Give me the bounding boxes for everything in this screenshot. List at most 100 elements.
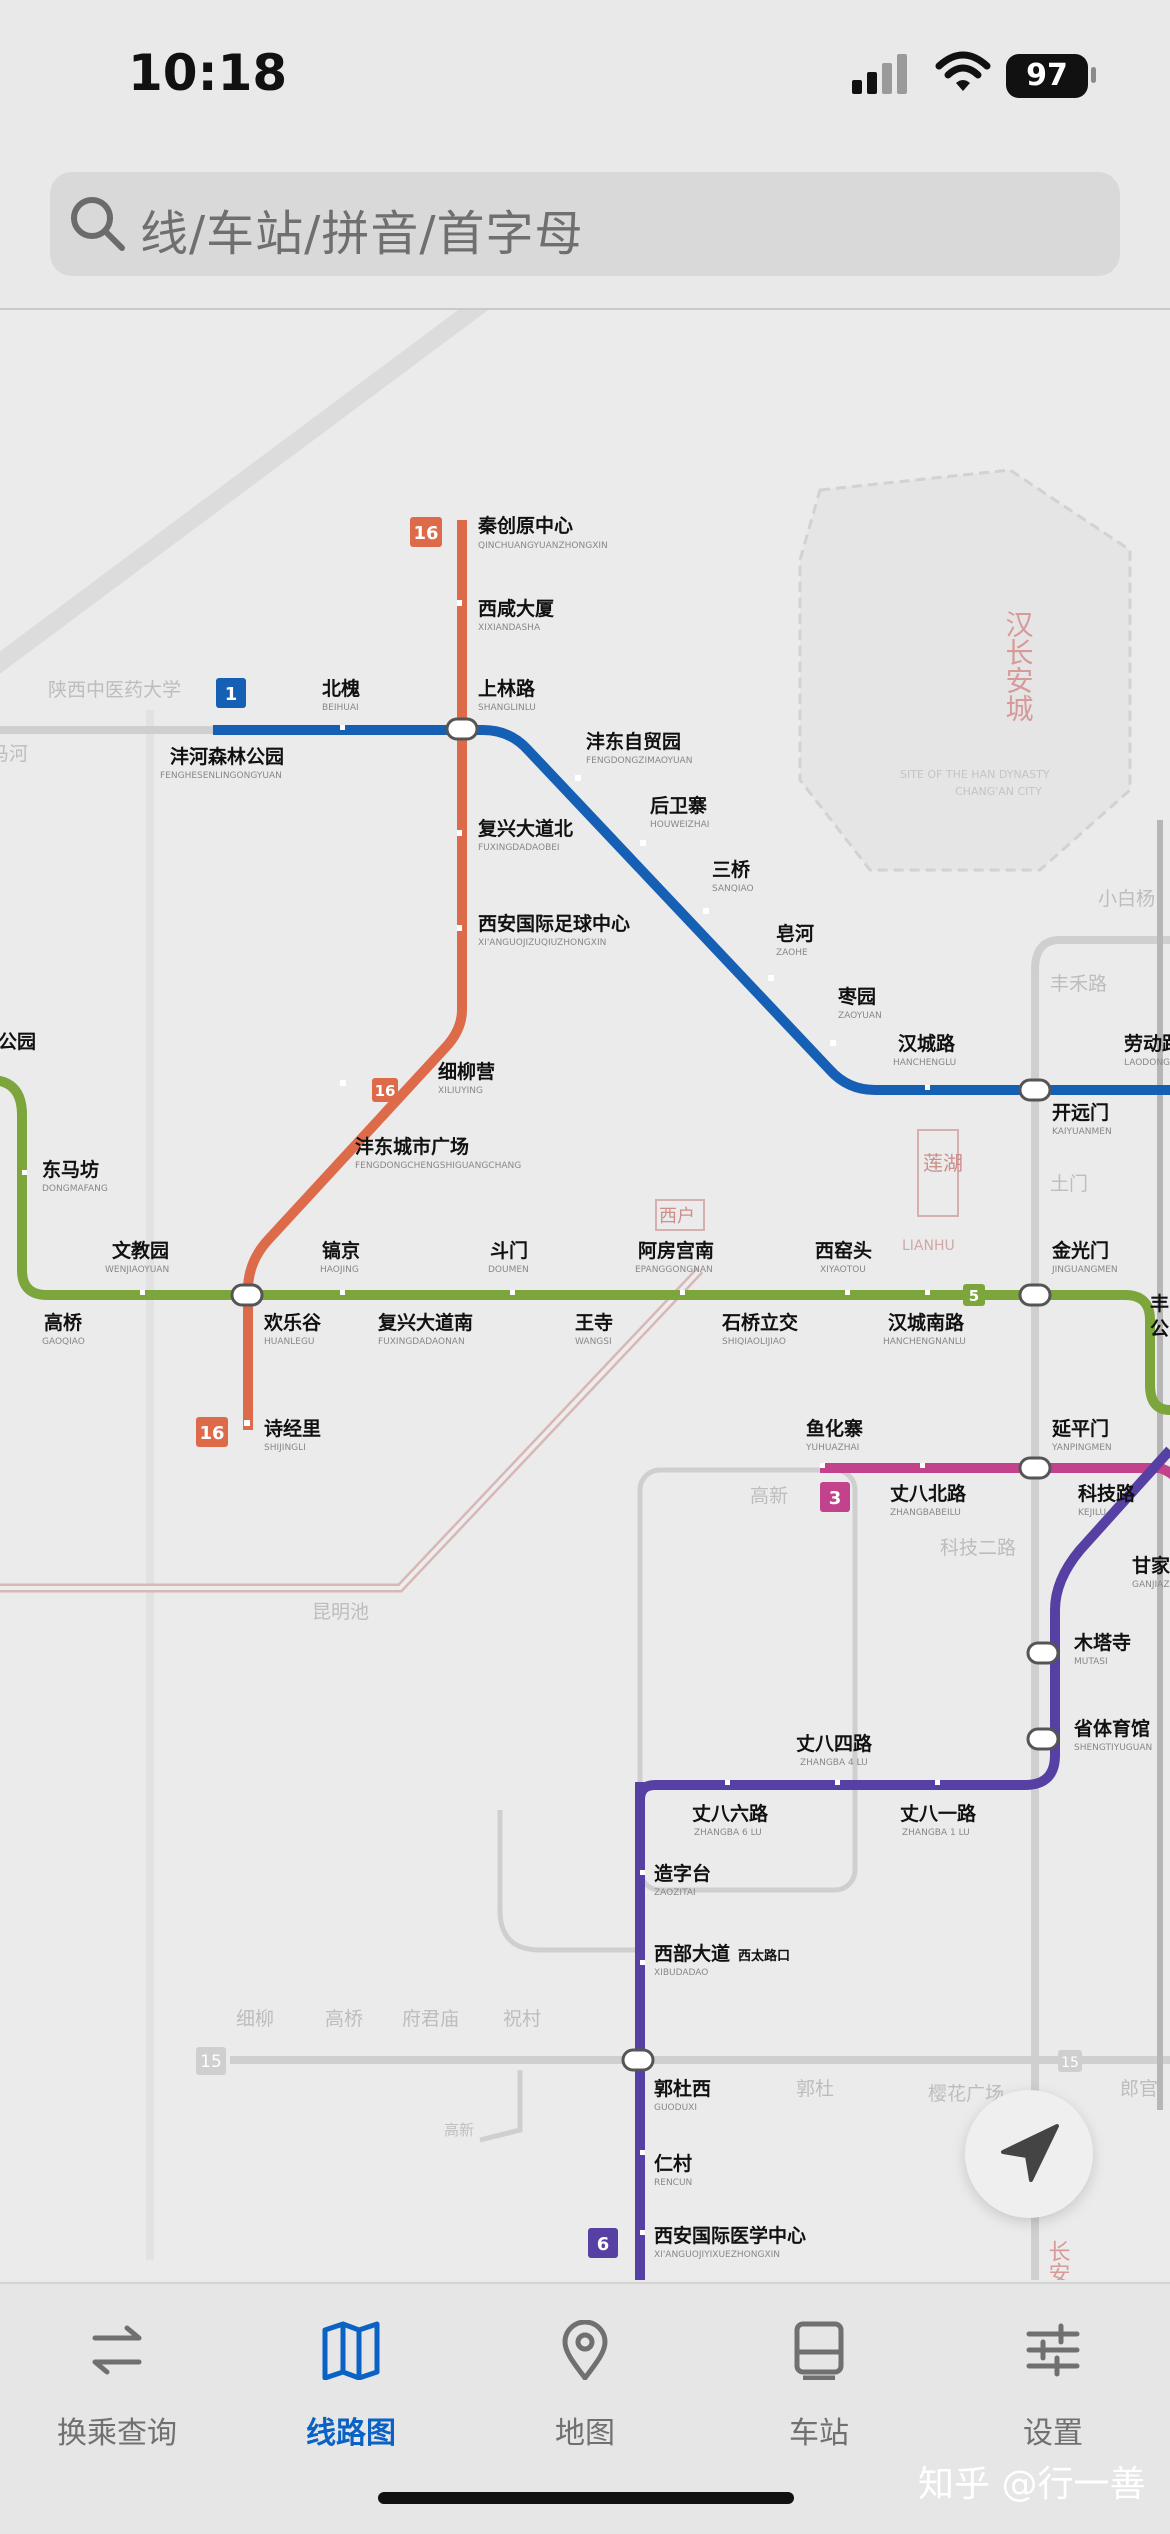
line-5-track[interactable] bbox=[0, 1076, 1170, 1415]
station-qinchuang: 秦创原中心 bbox=[477, 514, 573, 537]
line-6-badge-label: 6 bbox=[597, 2234, 610, 2255]
station-shengtiyuguan-en: SHENGTIYUGUAN bbox=[1074, 1743, 1152, 1753]
line-16-badge[interactable] bbox=[410, 517, 442, 547]
cellular-signal-icon bbox=[852, 54, 907, 94]
faded-xihu: 西户 bbox=[659, 1206, 695, 1227]
station-kejilu-en: KEJILU bbox=[1078, 1508, 1106, 1518]
faded-xiaobaiyang: 小白杨 bbox=[1098, 888, 1155, 910]
station-huanlegu: 欢乐谷 bbox=[263, 1311, 322, 1334]
station-xiliuying-en: XILIUYING bbox=[438, 1086, 483, 1096]
faded-l15-g: 郎官 bbox=[1120, 2078, 1158, 2100]
faded-kunmingchi: 昆明池 bbox=[312, 1601, 369, 1623]
station-zhangbasi-en: ZHANGBA 4 LU bbox=[800, 1758, 868, 1768]
station-xiyaotou-en: XIYAOTOU bbox=[820, 1265, 866, 1275]
locate-me-button[interactable] bbox=[965, 2090, 1093, 2218]
line-16-badge-mid-label: 16 bbox=[375, 1082, 396, 1100]
faded-han-city-en-2: CHANG'AN CITY bbox=[955, 785, 1042, 798]
tab-settings[interactable]: 设置 bbox=[936, 2310, 1170, 2451]
station-xiliuying: 细柳营 bbox=[438, 1060, 495, 1083]
station-zhangbaliu: 丈八六路 bbox=[692, 1802, 769, 1825]
tab-line-map-label: 线路图 bbox=[306, 2416, 396, 2451]
station-fuxingbei-en: FUXINGDADAOBEI bbox=[478, 843, 560, 853]
faded-labels: 陕西中医药大学 马河 公园 西户 莲湖 LIANHU 汉长安城 SITE OF … bbox=[0, 610, 1169, 2280]
tab-transfer-label: 换乘查询 bbox=[57, 2416, 177, 2451]
line-1-track[interactable] bbox=[213, 725, 1170, 1095]
station-xibudadao: 西部大道 bbox=[654, 1942, 730, 1965]
battery-level: 97 bbox=[1006, 54, 1088, 98]
station-shanglinlu: 上林路 bbox=[478, 677, 536, 700]
line-3-badge-label: 3 bbox=[829, 1488, 842, 1509]
wifi-icon bbox=[935, 51, 991, 91]
line-15-badge[interactable] bbox=[196, 2047, 226, 2075]
home-indicator[interactable] bbox=[378, 2492, 794, 2504]
station-kaiyuanmen-en: KAIYUANMEN bbox=[1052, 1127, 1112, 1137]
line-1-badge[interactable] bbox=[216, 678, 246, 708]
station-chengshiguangchang: 沣东城市广场 bbox=[355, 1135, 469, 1158]
station-labels[interactable]: 秦创原中心 QINCHUANGYUANZHONGXIN 西咸大厦 XIXIAND… bbox=[42, 514, 1170, 2260]
line-16-badge-mid[interactable] bbox=[372, 1078, 398, 1102]
station-yixue-en: XI'ANGUOJIYIXUEZHONGXIN bbox=[654, 2250, 780, 2260]
station-hanchenglu-en: HANCHENGLU bbox=[893, 1058, 956, 1068]
location-pin-icon bbox=[562, 2320, 608, 2380]
line-5-badge[interactable] bbox=[963, 1284, 985, 1306]
line-15-badge-right[interactable] bbox=[1058, 2050, 1082, 2072]
station-haojing: 镐京 bbox=[322, 1239, 360, 1262]
metro-map-canvas[interactable]: 16 16 16 1 5 3 6 15 15 陕西中医药大学 马河 公园 西户 … bbox=[0, 310, 1170, 2280]
station-zimaoyuan: 沣东自贸园 bbox=[586, 730, 681, 753]
status-bar: 10:18 97 bbox=[0, 0, 1170, 150]
line-badges[interactable]: 16 16 16 1 5 3 6 15 15 bbox=[196, 517, 1082, 2258]
station-huanlegu-en: HUANLEGU bbox=[264, 1337, 315, 1347]
search-placeholder[interactable]: 线/车站/拼音/首字母 bbox=[140, 206, 584, 262]
tab-map[interactable]: 地图 bbox=[468, 2310, 702, 2451]
station-dongmafang-en: DONGMAFANG bbox=[42, 1184, 108, 1194]
station-xixiandasha: 西咸大厦 bbox=[478, 597, 555, 620]
station-zaozitai-en: ZAOZITAI bbox=[654, 1888, 696, 1898]
search-bar[interactable]: 线/车站/拼音/首字母 bbox=[50, 172, 1120, 276]
header-divider bbox=[0, 308, 1170, 310]
faded-tumen: 土门 bbox=[1050, 1173, 1088, 1195]
station-zhangbabei-en: ZHANGBABEILU bbox=[890, 1508, 961, 1518]
sliders-icon bbox=[1026, 2323, 1080, 2377]
station-yixue: 西安国际医学中心 bbox=[654, 2224, 806, 2247]
station-zuqiu: 西安国际足球中心 bbox=[478, 912, 630, 935]
tab-station-label: 车站 bbox=[789, 2416, 849, 2451]
line-6-badge[interactable] bbox=[588, 2228, 618, 2258]
tab-transfer[interactable]: 换乘查询 bbox=[0, 2310, 234, 2451]
line-16-badge-bottom-label: 16 bbox=[199, 1423, 224, 1444]
map-background bbox=[0, 310, 1170, 2280]
station-wenjiaoyuan-en: WENJIAOYUAN bbox=[105, 1265, 169, 1275]
station-hanchengnan-en: HANCHENGNANLU bbox=[883, 1337, 966, 1347]
station-houweizhai: 后卫寨 bbox=[650, 794, 707, 817]
station-zaoyuan: 枣园 bbox=[837, 985, 876, 1008]
station-zimaoyuan-en: FENGDONGZIMAOYUAN bbox=[586, 756, 692, 766]
station-shijingli: 诗经里 bbox=[264, 1417, 321, 1440]
station-rencun: 仁村 bbox=[654, 2152, 692, 2175]
faded-gongyuan: 公园 bbox=[0, 1031, 36, 1053]
station-jinguangmen: 金光门 bbox=[1051, 1239, 1109, 1262]
line-16-badge-label: 16 bbox=[413, 523, 438, 544]
status-time: 10:18 bbox=[128, 44, 288, 102]
line-16-track[interactable] bbox=[243, 520, 467, 1430]
navigation-arrow-icon bbox=[1001, 2124, 1059, 2182]
station-zaohe-en: ZAOHE bbox=[776, 948, 808, 958]
faded-kejier: 科技二路 bbox=[940, 1537, 1016, 1559]
station-senlin: 沣河森林公园 bbox=[170, 745, 284, 768]
metro-map[interactable]: 16 16 16 1 5 3 6 15 15 陕西中医药大学 马河 公园 西户 … bbox=[0, 310, 1170, 2280]
station-icon bbox=[794, 2321, 844, 2380]
line-5-badge-label: 5 bbox=[969, 1287, 979, 1305]
faded-l15-f: 樱花广场 bbox=[928, 2083, 1004, 2105]
station-kejilu: 科技路 bbox=[1078, 1482, 1136, 1505]
line-6-track[interactable] bbox=[635, 1446, 1170, 2280]
station-yuhuazhai-en: YUHUAZHAI bbox=[805, 1443, 859, 1453]
line-3-badge[interactable] bbox=[820, 1482, 850, 1512]
station-laodong: 劳动路 bbox=[1124, 1032, 1170, 1055]
station-sanqiao-en: SANQIAO bbox=[712, 884, 754, 894]
station-ganjiazhai: 甘家寨 bbox=[1132, 1554, 1170, 1577]
tab-line-map[interactable]: 线路图 bbox=[234, 2310, 468, 2451]
faded-high-tech: 高新 bbox=[750, 1485, 788, 1507]
station-zaohe: 皂河 bbox=[776, 922, 814, 945]
tab-station[interactable]: 车站 bbox=[702, 2310, 936, 2451]
faded-l15-a: 细柳 bbox=[236, 2008, 274, 2030]
line-16-badge-bottom[interactable] bbox=[196, 1417, 228, 1447]
station-mutasi: 木塔寺 bbox=[1073, 1631, 1131, 1654]
